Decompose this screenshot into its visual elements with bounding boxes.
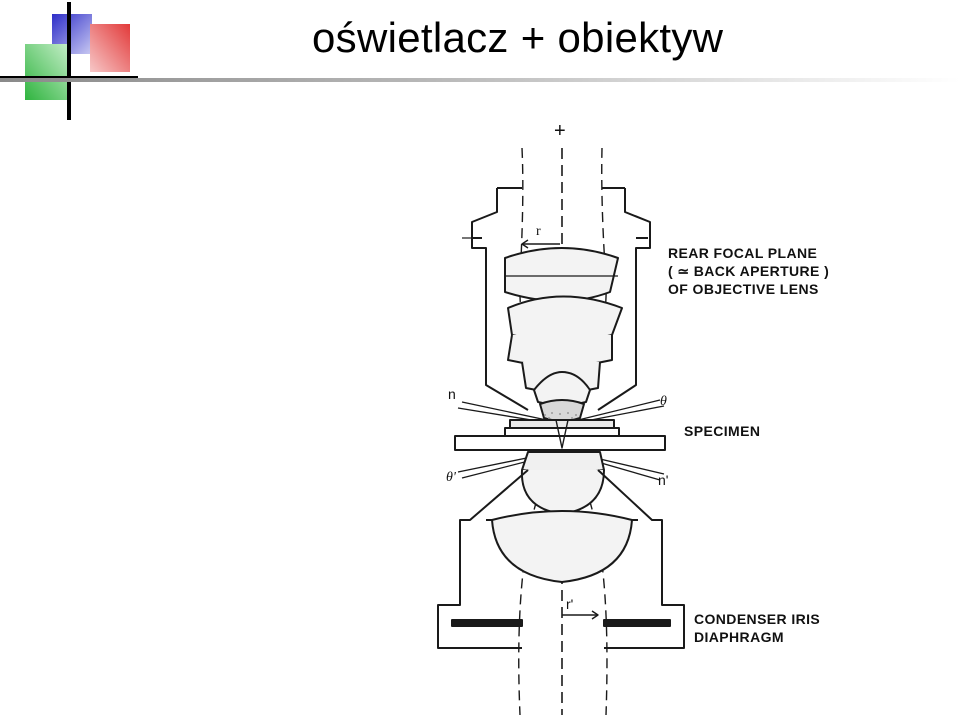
objective-housing (471, 187, 651, 411)
r-prime-symbol: r' (566, 596, 574, 612)
condenser-iris-label-line1: CONDENSER IRIS (694, 611, 821, 627)
specimen-slide (454, 419, 666, 451)
slide-title: oświetlacz + obiektyw (312, 14, 724, 61)
iris-diaphragm (451, 619, 671, 627)
rear-focal-plane-label-line2: ( ≃ BACK APERTURE ) (668, 263, 830, 279)
r-symbol: r (536, 224, 541, 239)
logo-red-square (90, 24, 130, 72)
r-dimension-arrow (521, 239, 560, 249)
theta-symbol: θ (660, 394, 667, 409)
rear-focal-plane-label-line1: REAR FOCAL PLANE (668, 245, 818, 261)
top-plus-symbol: + (554, 120, 566, 142)
logo-cross-vertical (67, 2, 71, 120)
theta-prime-symbol: θ' (446, 470, 456, 485)
microscope-diagram (437, 147, 685, 716)
objective-lens-2 (507, 295, 623, 367)
specimen-label: SPECIMEN (684, 423, 761, 439)
r-prime-dimension-arrow (562, 610, 599, 620)
objective-lens-3 (521, 361, 601, 406)
objective-lens-1 (504, 247, 619, 302)
front-lens (539, 399, 585, 422)
title-rule (0, 78, 960, 82)
n-prime-symbol: n' (658, 472, 669, 488)
logo (0, 2, 138, 120)
condenser-bottom-lens (491, 510, 633, 583)
condenser-top-lens (520, 451, 605, 515)
condenser-housing (437, 469, 685, 649)
logo-green-square (25, 44, 71, 100)
condenser-iris-label-line2: DIAPHRAGM (694, 629, 784, 645)
n-symbol: n (448, 386, 456, 402)
rear-focal-plane-label-line3: OF OBJECTIVE LENS (668, 281, 819, 297)
